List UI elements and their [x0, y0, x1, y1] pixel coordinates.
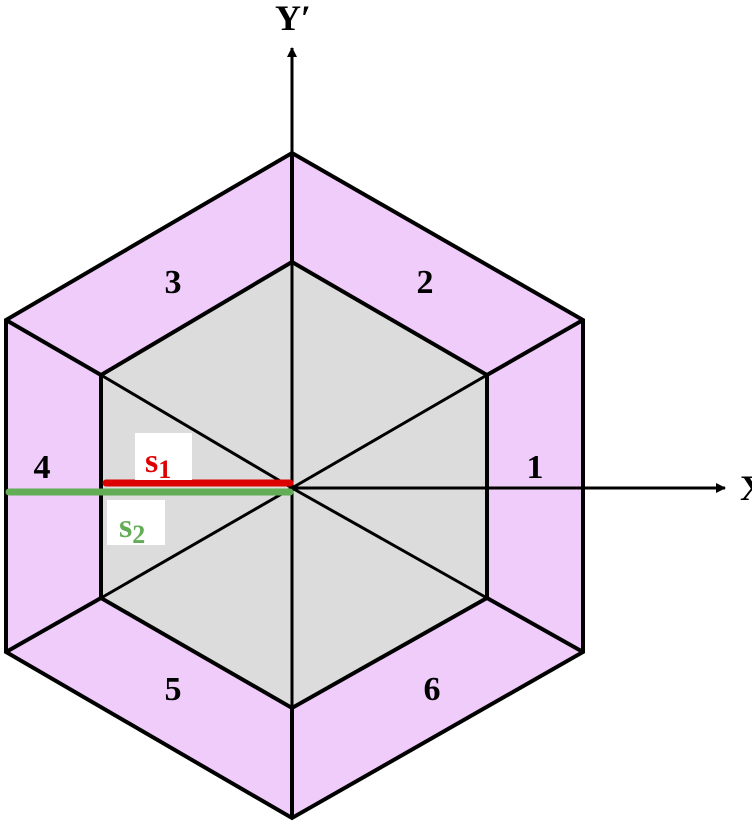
s2-label: s2 — [119, 508, 145, 549]
sector-label-4: 4 — [34, 449, 51, 486]
sector-label-6: 6 — [424, 671, 441, 708]
sector-label-3: 3 — [165, 264, 182, 301]
s2-label-bg — [107, 500, 165, 545]
x-axis-label: X′ — [740, 468, 752, 508]
sector-label-1: 1 — [527, 449, 544, 486]
sector-label-5: 5 — [165, 671, 182, 708]
s1-label-bg — [135, 433, 192, 480]
inner-spokes — [100, 262, 488, 708]
y-axis-label: Y′ — [275, 0, 311, 38]
s1-label: s1 — [145, 443, 171, 484]
sector-label-2: 2 — [417, 264, 434, 301]
